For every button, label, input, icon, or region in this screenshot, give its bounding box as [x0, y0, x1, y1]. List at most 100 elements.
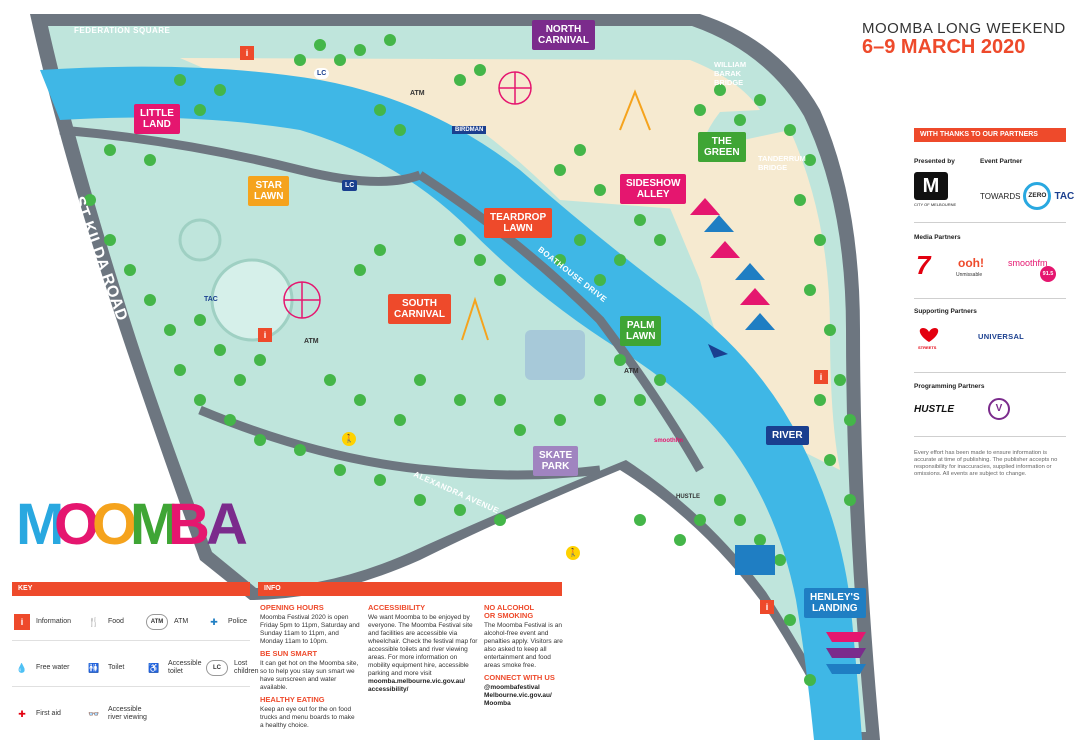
zone-henleys-landing[interactable]: HENLEY'S LANDING [804, 588, 866, 618]
tree [254, 434, 266, 446]
event-partner-label: Event Partner [980, 158, 1023, 165]
city-of-melbourne-logo: M [914, 172, 948, 200]
key-label: Police [228, 618, 248, 625]
yarra-river [40, 66, 862, 740]
no-alcohol-heading: NO ALCOHOL OR SMOKING [484, 603, 535, 620]
tree [614, 254, 626, 266]
smoothfm-logo: smoothfm [1008, 258, 1048, 268]
birdman-sign: BIRDMAN [452, 126, 487, 134]
connect-website[interactable]: Melbourne.vic.gov.au/ Moomba [484, 692, 552, 707]
zone-star-lawn[interactable]: STAR LAWN [248, 176, 290, 206]
partners-heading: WITH THANKS TO OUR PARTNERS [914, 128, 1066, 142]
tree [574, 234, 586, 246]
divider [12, 640, 250, 641]
ferris-wheel-south [283, 281, 321, 319]
atm-marker[interactable]: ATM [410, 90, 425, 97]
city-of-melbourne-caption: CITY OF MELBOURNE [914, 202, 957, 207]
tree [804, 284, 816, 296]
trees [84, 34, 856, 686]
carousel [735, 545, 775, 575]
tree [394, 414, 406, 426]
opening-hours-text: Moomba Festival 2020 is open Friday 5pm … [260, 614, 360, 645]
tree [144, 154, 156, 166]
tree [194, 104, 206, 116]
logo-letter: M [130, 492, 178, 552]
information-icon[interactable]: i [258, 328, 272, 342]
streets-caption: STREETS [918, 345, 937, 350]
zone-palm-lawn[interactable]: PALM LAWN [620, 316, 662, 346]
information-icon[interactable]: i [814, 370, 828, 384]
tree [314, 39, 326, 51]
programming-partner-v-logo: V [988, 398, 1010, 420]
event-dates: 6–9 MARCH 2020 [862, 36, 1026, 58]
pedestrian-crossing-icon: 🚶 [566, 546, 580, 560]
key-label: Toilet [108, 664, 125, 671]
tents [690, 198, 775, 330]
tree [474, 254, 486, 266]
tree [804, 674, 816, 686]
tree [634, 214, 646, 226]
info-column-3: NO ALCOHOL OR SMOKING The Moomba Festiva… [484, 604, 564, 708]
info-column-1: OPENING HOURS Moomba Festival 2020 is op… [260, 604, 360, 730]
tree [514, 424, 526, 436]
tree [454, 504, 466, 516]
information-icon[interactable]: i [760, 600, 774, 614]
accessibility-link[interactable]: moomba.melbourne.vic.gov.au/ accessibili… [368, 678, 466, 693]
tree [354, 44, 366, 56]
zone-south-carnival[interactable]: SOUTH CARNIVAL [388, 294, 451, 324]
logo-letter: O [92, 492, 137, 552]
tree [754, 94, 766, 106]
towards-zero-logo: TOWARDS ZERO TAC [980, 182, 1074, 210]
tree [334, 54, 346, 66]
zone-little-land[interactable]: LITTLE LAND [134, 104, 180, 134]
lost-children-marker[interactable]: LC [314, 68, 330, 79]
tree [394, 124, 406, 136]
key-label: Free water [36, 664, 70, 671]
zone-sideshow-alley[interactable]: SIDESHOW ALLEY [620, 174, 687, 204]
tree [844, 494, 856, 506]
zone-river[interactable]: RIVER [766, 426, 809, 445]
key-item: ✚ Police [206, 614, 247, 630]
tree [784, 124, 796, 136]
tree [734, 514, 746, 526]
swing-ride [461, 89, 651, 341]
zone-skate-park[interactable]: SKATE PARK [533, 446, 579, 476]
tree [654, 234, 666, 246]
healthy-eating-text: Keep an eye out for the on food trucks a… [260, 706, 355, 729]
zone-north-carnival[interactable]: NORTH CARNIVAL [532, 20, 595, 50]
tree [454, 74, 466, 86]
police-icon: ✚ [210, 616, 218, 627]
ferris-wheel-north [498, 71, 532, 105]
tree [654, 374, 666, 386]
information-icon[interactable]: i [240, 46, 254, 60]
smoothfm-frequency: 91.5 [1040, 266, 1056, 282]
key-label: Accessible toilet [168, 660, 202, 675]
lost-children-icon: LC [206, 660, 228, 676]
zone-teardrop-lawn[interactable]: TEARDROP LAWN [484, 208, 553, 238]
key-label: Food [108, 618, 124, 625]
key-label: Lost children [234, 660, 259, 675]
key-item: LC Lost children [206, 660, 259, 676]
atm-marker[interactable]: ATM [624, 368, 639, 375]
tree [794, 194, 806, 206]
atm-marker[interactable]: ATM [304, 338, 319, 345]
tree [844, 414, 856, 426]
tree [354, 264, 366, 276]
connect-handle[interactable]: @moombafestival [484, 684, 540, 691]
zone-the-green[interactable]: THE GREEN [698, 132, 746, 162]
connect-heading: CONNECT WITH US [484, 673, 555, 682]
label-federation-square: FEDERATION SQUARE [74, 26, 171, 35]
tree [174, 74, 186, 86]
tree [384, 34, 396, 46]
tree [494, 274, 506, 286]
accessibility-text: We want Moomba to be enjoyed by everyone… [368, 614, 478, 677]
tree [214, 84, 226, 96]
lost-children-marker[interactable]: LC [342, 180, 358, 191]
tree [374, 104, 386, 116]
tree [554, 164, 566, 176]
divider [914, 298, 1066, 299]
circle-path [178, 218, 222, 262]
